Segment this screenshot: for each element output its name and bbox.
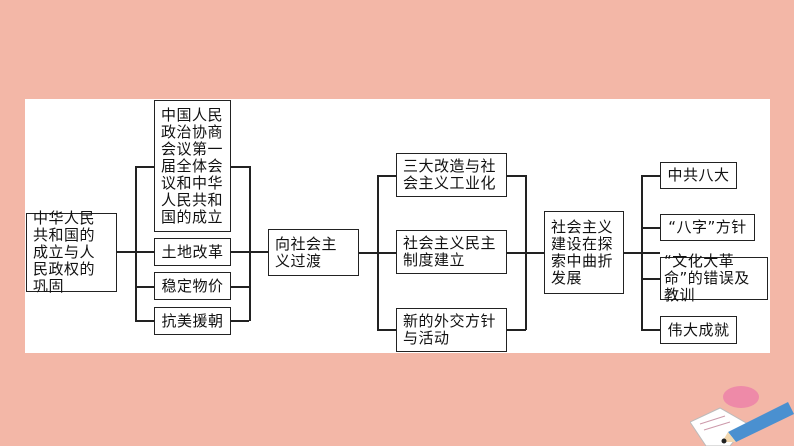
connector bbox=[230, 251, 268, 253]
node-label: 伟大成就 bbox=[667, 320, 730, 339]
connector bbox=[641, 175, 660, 177]
connector bbox=[507, 329, 526, 331]
connector bbox=[135, 166, 154, 168]
root-label: 中华人民共和国的成立与人民政权的巩固 bbox=[33, 209, 96, 295]
connector bbox=[230, 166, 249, 168]
connector bbox=[641, 278, 660, 280]
node-label: 土地改革 bbox=[161, 242, 224, 261]
root-node: 中华人民共和国的成立与人民政权的巩固 bbox=[26, 209, 117, 295]
connector bbox=[377, 175, 379, 330]
branch3-node: 中共八大 bbox=[660, 162, 737, 189]
node-label: “八字”方针 bbox=[668, 218, 747, 236]
node-label: 三大改造与社会主义工业化 bbox=[403, 157, 497, 192]
branch3-node: “八字”方针 bbox=[660, 214, 755, 241]
node-label: 抗美援朝 bbox=[161, 311, 224, 330]
node-label: 社会主义民主制度建立 bbox=[403, 234, 497, 269]
node-label: 社会主义建设在探索中曲折发展 bbox=[551, 217, 614, 287]
branch1-node: 中国人民政治协商会议第一届全体会议和中华人民共和国的成立 bbox=[154, 100, 231, 232]
node-label: 新的外交方针与活动 bbox=[403, 312, 497, 347]
branch1-node: 土地改革 bbox=[154, 238, 231, 266]
node-label: 中共八大 bbox=[667, 166, 730, 184]
connector bbox=[135, 286, 154, 288]
connector bbox=[641, 329, 660, 331]
node-label: 中国人民政治协商会议第一届全体会议和中华人民共和国的成立 bbox=[161, 105, 224, 226]
stage2-node: 向社会主义过渡 bbox=[268, 229, 359, 276]
stage3-node: 社会主义建设在探索中曲折发展 bbox=[544, 211, 624, 294]
branch1-node: 稳定物价 bbox=[154, 272, 231, 300]
node-label: “文化大革命”的错误及教训 bbox=[664, 252, 750, 304]
branch1-node: 抗美援朝 bbox=[154, 307, 231, 335]
connector bbox=[641, 175, 643, 330]
branch2-node: 社会主义民主制度建立 bbox=[396, 230, 507, 274]
connector bbox=[377, 175, 396, 177]
branch2-node: 三大改造与社会主义工业化 bbox=[396, 153, 507, 197]
connector bbox=[249, 166, 251, 321]
pencil-paper-icon bbox=[690, 386, 794, 446]
connector bbox=[135, 166, 137, 321]
connector bbox=[377, 329, 396, 331]
branch3-node: 伟大成就 bbox=[660, 316, 737, 344]
branch2-node: 新的外交方针与活动 bbox=[396, 308, 507, 352]
connector bbox=[641, 227, 660, 229]
connector bbox=[230, 320, 249, 322]
node-label: 向社会主义过渡 bbox=[275, 234, 338, 270]
branch3-node: “文化大革命”的错误及教训 bbox=[660, 253, 768, 304]
connector bbox=[135, 320, 154, 322]
connector bbox=[507, 252, 544, 254]
connector bbox=[507, 175, 526, 177]
node-label: 稳定物价 bbox=[161, 276, 224, 295]
connector bbox=[230, 286, 249, 288]
